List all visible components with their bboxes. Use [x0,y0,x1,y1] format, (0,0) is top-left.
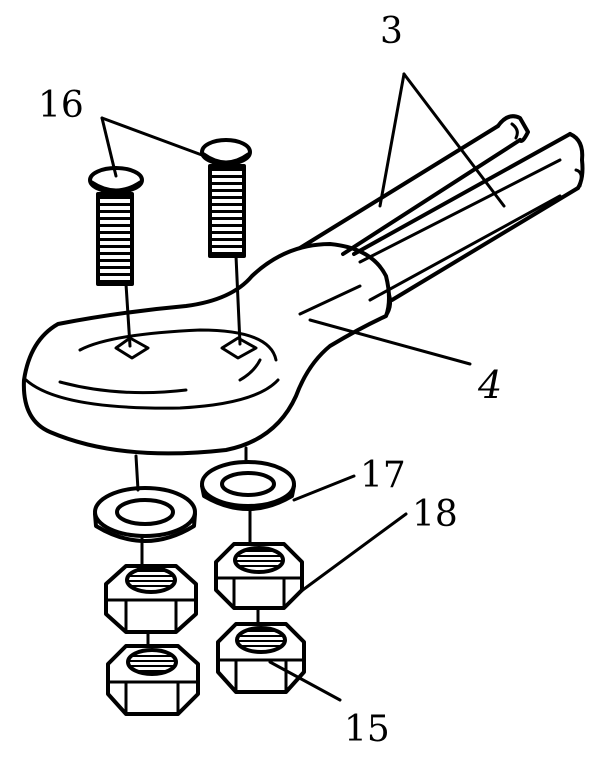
washer-left [93,486,197,543]
label-washer: 17 [360,455,406,496]
screw-left [88,166,144,348]
nut-right-lower [216,622,306,694]
tube-rods [298,114,585,302]
screw-right [200,138,252,346]
label-tube: 3 [380,11,403,52]
label-screws: 16 [38,85,84,126]
washer-right [200,460,296,511]
bracket-plate [21,242,393,456]
leader-lines [100,72,506,702]
label-bracket: 4 [478,363,503,407]
nut-right-upper [214,542,304,610]
label-locknut: 15 [344,709,390,750]
nut-left-lower [106,644,200,716]
label-nut: 18 [412,494,458,535]
nut-left-upper [104,564,198,634]
